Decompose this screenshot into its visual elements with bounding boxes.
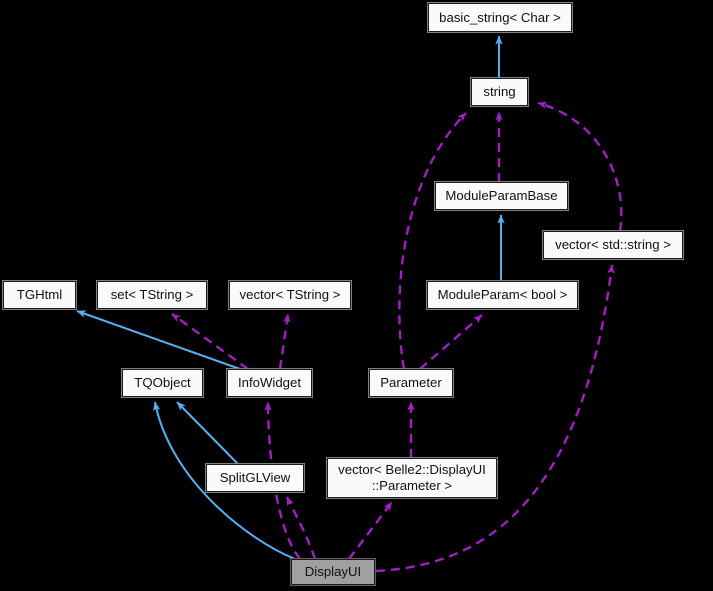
node-label: Parameter xyxy=(380,375,442,391)
node-label: InfoWidget xyxy=(237,375,302,391)
edge-displayui-to-splitglview xyxy=(285,496,317,560)
node-vector-tstring[interactable]: vector< TString > xyxy=(228,280,352,310)
node-label: SplitGLView xyxy=(219,470,291,486)
edge-displayui-to-vectorstdstring xyxy=(375,264,615,573)
node-basic-string[interactable]: basic_string< Char > xyxy=(427,2,573,33)
edge-infowidget-to-tghtml xyxy=(76,310,241,370)
edge-parameter-to-moduleparambool xyxy=(419,314,483,370)
node-label: ModuleParamBase xyxy=(445,188,558,204)
node-label: TGHtml xyxy=(16,287,63,303)
node-displayui[interactable]: DisplayUI xyxy=(290,558,376,586)
edge-vectorstdstring-to-string xyxy=(537,101,623,232)
edge-infowidget-to-vectortstring xyxy=(278,313,291,370)
node-module-param-bool[interactable]: ModuleParam< bool > xyxy=(426,280,579,310)
node-label: TQObject xyxy=(134,375,191,391)
node-label: set< TString > xyxy=(110,287,194,303)
node-label: vector< Belle2::DisplayUI ::Parameter > xyxy=(338,462,486,493)
node-string[interactable]: string xyxy=(470,77,529,107)
edge-displayui-to-vectorparam xyxy=(348,501,393,560)
edge-displayui-to-tqobject xyxy=(152,401,296,560)
node-tqobject[interactable]: TQObject xyxy=(121,368,204,398)
node-tghtml[interactable]: TGHtml xyxy=(2,280,77,310)
node-label: vector< TString > xyxy=(239,287,341,303)
node-vector-std-string[interactable]: vector< std::string > xyxy=(542,230,684,260)
node-splitglview[interactable]: SplitGLView xyxy=(205,463,305,493)
node-label: DisplayUI xyxy=(304,564,362,580)
edge-splitglview-to-tqobject xyxy=(176,401,239,465)
node-label: string xyxy=(483,84,516,100)
node-label: vector< std::string > xyxy=(555,237,671,253)
edge-infowidget-to-settstring xyxy=(171,313,249,370)
node-label: ModuleParam< bool > xyxy=(437,287,568,303)
node-parameter[interactable]: Parameter xyxy=(368,368,454,398)
node-module-param-base[interactable]: ModuleParamBase xyxy=(434,181,569,211)
edge-parameter-to-string xyxy=(398,112,467,370)
node-set-tstring[interactable]: set< TString > xyxy=(96,280,208,310)
node-vector-displayui-parameter[interactable]: vector< Belle2::DisplayUI ::Parameter > xyxy=(326,457,498,499)
node-label: basic_string< Char > xyxy=(439,9,561,25)
node-infowidget[interactable]: InfoWidget xyxy=(226,368,313,398)
